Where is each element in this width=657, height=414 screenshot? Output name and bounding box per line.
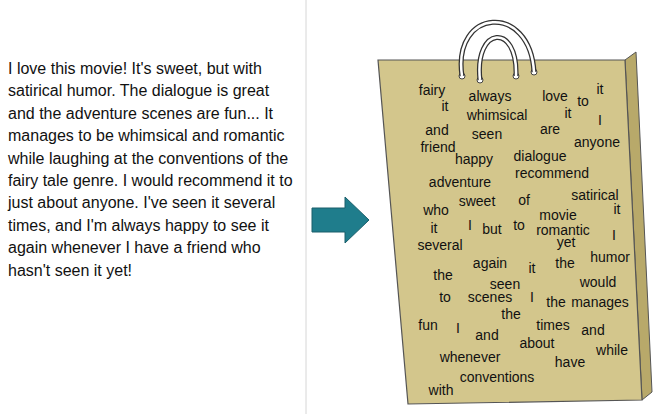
bag-word: humor bbox=[590, 250, 630, 265]
bag-word: and bbox=[425, 123, 448, 138]
bag-word: dialogue bbox=[514, 149, 567, 164]
bag-word: I bbox=[598, 113, 602, 128]
bag-word: fairy bbox=[419, 83, 445, 98]
bag-word: with bbox=[429, 383, 454, 398]
bag-word: friend bbox=[420, 140, 455, 155]
bag-word: satirical bbox=[571, 188, 618, 203]
bag-word: to bbox=[577, 94, 589, 109]
review-text: I love this movie! It's sweet, but with … bbox=[8, 58, 300, 282]
bag-word: are bbox=[540, 122, 560, 137]
bag-word: I bbox=[468, 218, 472, 233]
bag-word: I bbox=[530, 290, 534, 305]
divider-line bbox=[306, 0, 307, 414]
bag-word: it bbox=[597, 82, 604, 97]
bag-word: several bbox=[417, 238, 462, 253]
bag-word: whimsical bbox=[467, 108, 528, 123]
bag-word: the bbox=[433, 268, 452, 283]
bag-word: while bbox=[596, 343, 628, 358]
bag-word: I bbox=[612, 228, 616, 243]
bag-word: again bbox=[473, 256, 507, 271]
bag-word: the bbox=[501, 307, 520, 322]
bag-word: it bbox=[442, 99, 449, 114]
bag-word: always bbox=[469, 89, 512, 104]
bag-word: yet bbox=[557, 235, 576, 250]
bag-word: who bbox=[423, 203, 449, 218]
bag-word: it bbox=[565, 106, 572, 121]
bag-word: and bbox=[475, 328, 498, 343]
bag-word: happy bbox=[455, 152, 493, 167]
bag-word: and bbox=[581, 323, 604, 338]
bag-word: movie bbox=[539, 208, 576, 223]
bag-word: sweet bbox=[459, 194, 496, 209]
bag-word: it bbox=[529, 261, 536, 276]
bag-shape: fairyalwayslovetoititwhimsicalitIandseen… bbox=[372, 0, 657, 414]
bag-word: I bbox=[456, 321, 460, 336]
bag-word: times bbox=[536, 318, 569, 333]
bag-word: it bbox=[431, 221, 438, 236]
bag-word: to bbox=[513, 218, 525, 233]
bag-word: have bbox=[555, 355, 585, 370]
bag-word: but bbox=[482, 222, 501, 237]
bag-word: fun bbox=[418, 318, 437, 333]
bag-word: the bbox=[555, 256, 574, 271]
bag-word: would bbox=[580, 275, 617, 290]
bag-word: the bbox=[546, 295, 565, 310]
bag-word: recommend bbox=[515, 166, 589, 181]
bag-word: manages bbox=[571, 295, 629, 310]
bag-word: whenever bbox=[440, 350, 501, 365]
bag-word: scenes bbox=[468, 290, 512, 305]
transform-arrow bbox=[312, 197, 369, 243]
bag-word: it bbox=[614, 202, 621, 217]
bag-word: anyone bbox=[574, 135, 620, 150]
bag-word: seen bbox=[472, 127, 502, 142]
bag-word: adventure bbox=[429, 175, 491, 190]
bag-word: love bbox=[542, 89, 568, 104]
bag-word: conventions bbox=[460, 370, 535, 385]
bag-word: of bbox=[518, 193, 530, 208]
bag-word: to bbox=[439, 290, 451, 305]
bag-word: about bbox=[519, 336, 554, 351]
